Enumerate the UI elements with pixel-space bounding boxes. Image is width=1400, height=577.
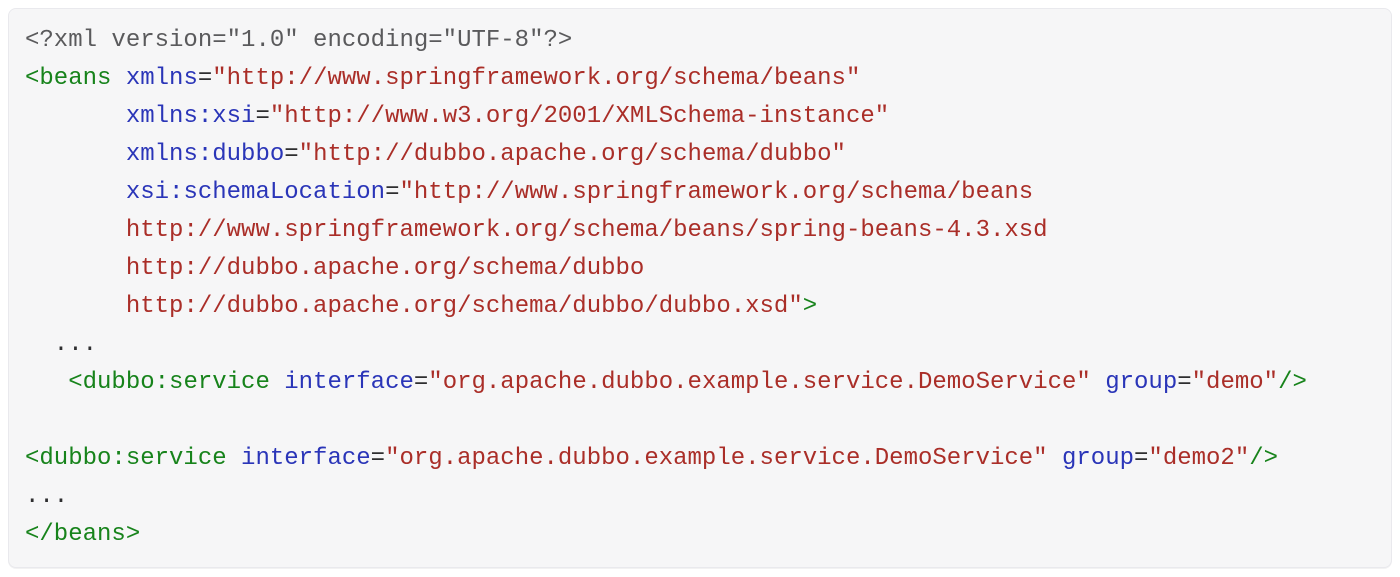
token-string: "demo2" [1148,445,1250,472]
token-attr: xmlns [125,65,198,92]
token-plain [270,369,284,396]
token-attr: interface [241,445,371,472]
token-string: "org.apache.dubbo.example.service.DemoSe… [428,369,1091,396]
token-plain [25,179,126,206]
token-plain: = [1177,369,1192,396]
code-line: xmlns:xsi="http://www.w3.org/2001/XMLSch… [25,98,1375,136]
code-line: ... [25,326,1375,364]
code-line: xsi:schemaLocation="http://www.springfra… [25,174,1375,212]
code-line: <dubbo:service interface="org.apache.dub… [25,440,1375,478]
token-plain: ... [25,483,69,510]
token-string: "http://www.springframework.org/schema/b… [212,65,861,92]
token-string: http://www.springframework.org/schema/be… [125,217,1048,244]
code-line: <beans xmlns="http://www.springframework… [25,60,1375,98]
token-tag: /> [1278,369,1307,396]
code-line: http://dubbo.apache.org/schema/dubbo/dub… [25,288,1375,326]
token-plain: = [197,65,213,92]
code-line: <dubbo:service interface="org.apache.dub… [25,364,1375,402]
token-string: "demo" [1191,369,1279,396]
token-tag: <dubbo:service [68,369,270,396]
token-attr: xsi:schemaLocation [125,179,386,206]
token-plain [25,217,126,244]
token-plain [1091,369,1105,396]
code-content: <?xml version="1.0" encoding="UTF-8"?> <b… [25,22,1375,554]
token-string: http://dubbo.apache.org/schema/dubbo/dub… [125,293,803,320]
token-plain: = [370,445,386,472]
code-block-card: <?xml version="1.0" encoding="UTF-8"?> <b… [8,8,1392,568]
token-tag: </beans> [25,521,141,548]
token-tag: <dubbo:service [25,445,227,472]
token-plain [25,103,126,130]
token-plain [1048,445,1062,472]
token-plain [25,255,126,282]
token-plain [111,65,125,92]
token-string: "http://www.springframework.org/schema/b… [399,179,1034,206]
code-line: http://dubbo.apache.org/schema/dubbo [25,250,1375,288]
token-tag: /> [1249,445,1279,472]
token-plain: = [284,141,299,168]
token-plain: = [255,103,270,130]
token-plain: = [413,369,429,396]
code-line: </beans> [25,516,1375,554]
token-attr: xmlns:xsi [125,103,256,130]
token-plain: = [1134,445,1149,472]
token-plain [25,369,68,396]
token-string: "http://dubbo.apache.org/schema/dubbo" [298,141,846,168]
code-line: xmlns:dubbo="http://dubbo.apache.org/sch… [25,136,1375,174]
token-attr: interface [284,369,414,396]
token-attr: xmlns:dubbo [125,141,285,168]
token-string: "http://www.w3.org/2001/XMLSchema-instan… [269,103,890,130]
token-plain [227,445,241,472]
token-tag: <beans [25,65,112,92]
token-plain: = [385,179,400,206]
code-line: http://www.springframework.org/schema/be… [25,212,1375,250]
token-string: "org.apache.dubbo.example.service.DemoSe… [385,445,1048,472]
token-tag: > [802,293,818,320]
token-plain: ... [25,331,98,358]
token-meta: <?xml version="1.0" encoding="UTF-8"?> [25,27,573,54]
token-attr: group [1062,445,1135,472]
token-string: http://dubbo.apache.org/schema/dubbo [125,255,645,282]
token-plain [25,293,126,320]
token-plain [25,141,126,168]
token-attr: group [1105,369,1178,396]
code-line: ... [25,478,1375,516]
code-line [25,402,1375,440]
code-line: <?xml version="1.0" encoding="UTF-8"?> [25,22,1375,60]
